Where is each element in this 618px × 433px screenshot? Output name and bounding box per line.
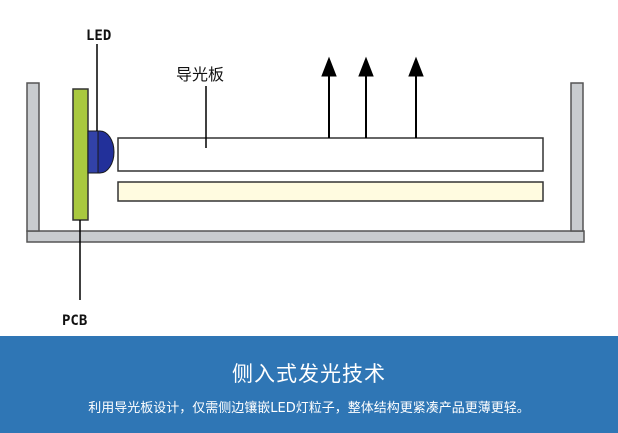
diffuser-sheet: [117, 181, 544, 202]
pcb-label: PCB: [62, 313, 87, 329]
arrow-3-head: [408, 56, 424, 77]
led-base: [87, 130, 99, 174]
diagram-svg: LED 导光板 PCB: [26, 28, 585, 329]
right-wall: [570, 82, 584, 232]
pcb-board: [72, 88, 89, 221]
banner-title: 侧入式发光技术: [232, 362, 386, 386]
arrow-2-head: [358, 56, 374, 77]
light-guide-plate: [117, 137, 544, 172]
banner-description: 利用导光板设计，仅需侧边镶嵌LED灯粒子，整体结构更紧凑产品更薄更轻。: [88, 401, 530, 416]
light-arrows: [321, 56, 424, 138]
arrow-1-head: [321, 56, 337, 77]
left-wall: [26, 82, 40, 232]
base-plate: [26, 230, 585, 243]
info-banner: 侧入式发光技术 利用导光板设计，仅需侧边镶嵌LED灯粒子，整体结构更紧凑产品更薄…: [0, 336, 618, 433]
light-guide-label: 导光板: [176, 65, 224, 84]
led-label: LED: [86, 28, 111, 44]
side-lit-diagram: LED 导光板 PCB: [26, 28, 585, 329]
